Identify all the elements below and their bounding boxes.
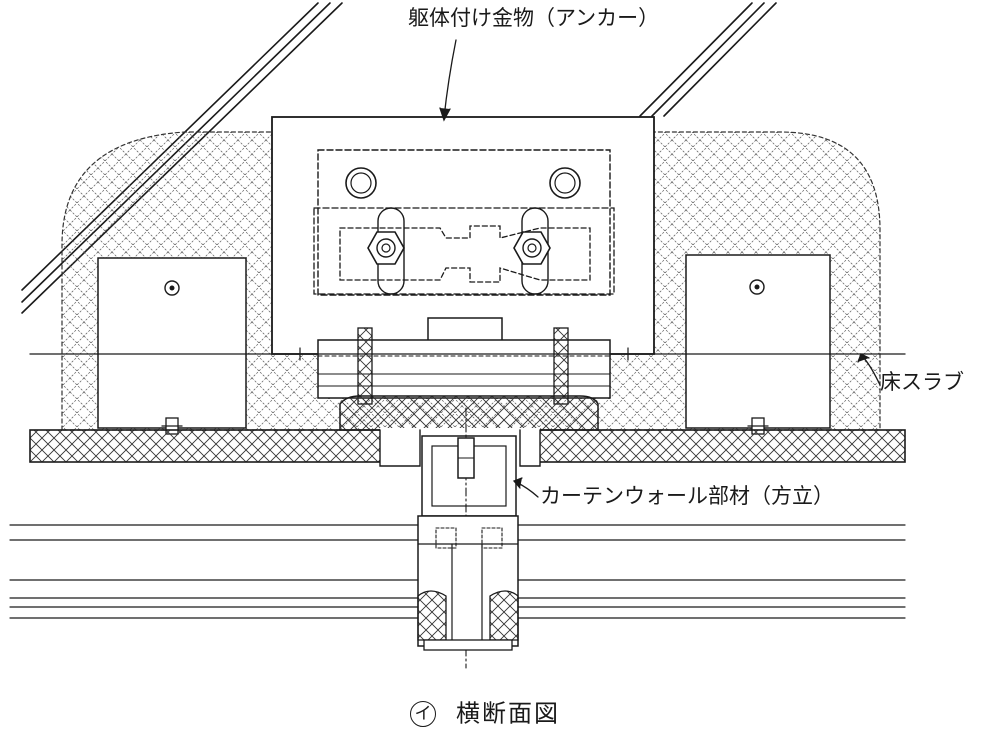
- diagonal-brace-right: [639, 2, 777, 117]
- leader-mullion: [512, 477, 539, 498]
- leader-slab: [857, 353, 881, 386]
- label-anchor: 躯体付け金物（アンカー）: [408, 6, 660, 30]
- leader-anchor: [439, 39, 457, 122]
- upper-bolt-right: [549, 167, 581, 199]
- stud-bolt-right: [553, 327, 569, 405]
- nut-right: [513, 231, 551, 265]
- stud-bolt-left: [357, 327, 373, 405]
- nut-left: [367, 231, 405, 265]
- label-mullion: カーテンウォール部材（方立）: [540, 484, 834, 508]
- figure-caption: イ横断面図: [410, 700, 560, 727]
- caption-title: 横断面図: [456, 699, 560, 728]
- upper-bolt-left: [345, 167, 377, 199]
- glazing-lines: [9, 524, 906, 619]
- label-floor-slab: 床スラブ: [880, 370, 964, 394]
- mullion-profile: [417, 407, 519, 669]
- caption-mark: イ: [410, 700, 436, 727]
